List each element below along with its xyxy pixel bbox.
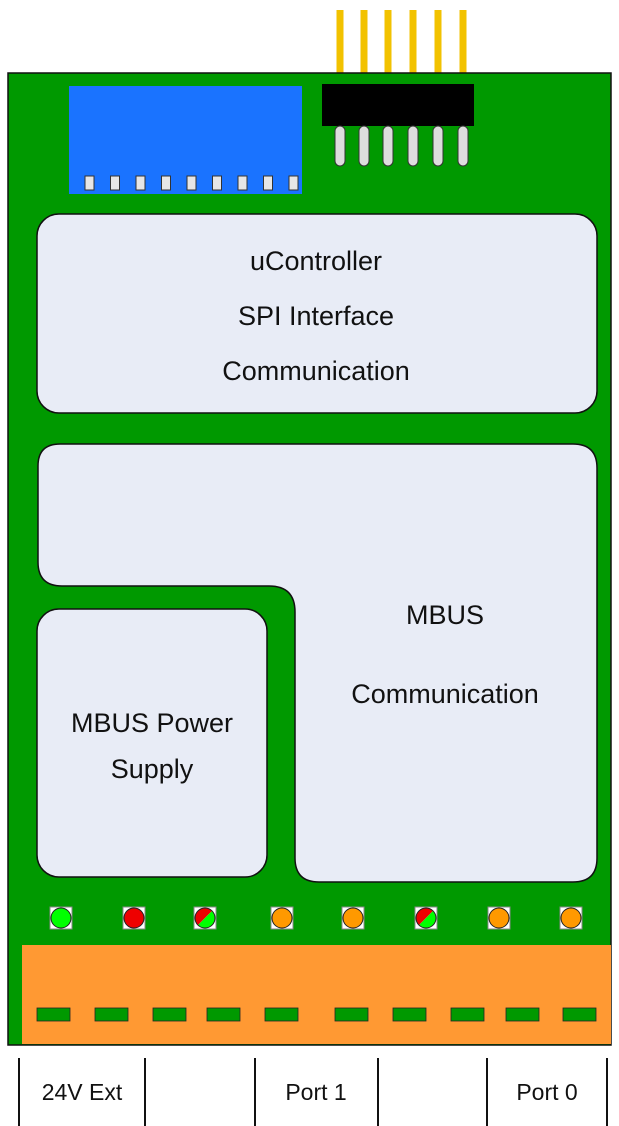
mbus-communication-panel xyxy=(37,443,598,883)
gold-pin xyxy=(434,10,442,86)
port-label-24v-ext: 24V Ext xyxy=(42,1079,123,1105)
mbus-comm-label-1: MBUS xyxy=(406,600,484,630)
power-supply-panel xyxy=(36,608,268,878)
module-pin xyxy=(110,175,120,191)
gold-pin xyxy=(384,10,392,86)
port-label-port-0: Port 0 xyxy=(516,1079,577,1105)
gold-pin xyxy=(409,10,417,86)
status-led xyxy=(414,906,438,930)
module-pin xyxy=(263,175,273,191)
led-row xyxy=(49,906,583,930)
terminal-slot xyxy=(152,1007,187,1022)
pin-header xyxy=(322,84,474,126)
silver-pin xyxy=(382,125,394,167)
module-pin xyxy=(135,175,146,191)
status-led xyxy=(122,906,146,930)
status-led xyxy=(487,906,511,930)
power-supply-label-1: MBUS Power xyxy=(71,708,233,738)
controller-label-3: Communication xyxy=(222,356,410,386)
module-pin xyxy=(288,175,299,191)
module-pin xyxy=(186,175,197,191)
module-pin xyxy=(84,175,95,191)
status-led xyxy=(49,906,73,930)
controller-panel xyxy=(36,213,598,414)
terminal-slot xyxy=(264,1007,299,1022)
terminal-slot xyxy=(392,1007,427,1022)
terminal-slot xyxy=(505,1007,540,1022)
port-label-port-1: Port 1 xyxy=(285,1079,346,1105)
terminal-slot xyxy=(562,1007,597,1022)
silver-pin xyxy=(358,125,370,167)
header-pins-top xyxy=(336,10,467,86)
terminal-slot xyxy=(94,1007,129,1022)
silver-pin xyxy=(432,125,444,167)
silver-pin xyxy=(457,125,469,167)
terminal-slot xyxy=(36,1007,71,1022)
terminal-slot xyxy=(450,1007,485,1022)
blue-module-pins xyxy=(84,175,299,191)
controller-label-2: SPI Interface xyxy=(238,301,394,331)
gold-pin xyxy=(360,10,368,86)
status-led xyxy=(559,906,583,930)
terminal-slot xyxy=(206,1007,241,1022)
terminal-slot xyxy=(334,1007,369,1022)
status-led xyxy=(193,906,217,930)
terminal-connector xyxy=(22,945,611,1044)
terminal-slots xyxy=(36,1007,597,1022)
gold-pin xyxy=(336,10,344,86)
module-pin xyxy=(212,175,222,191)
power-supply-label-2: Supply xyxy=(111,754,194,784)
port-dividers xyxy=(18,1058,608,1126)
silver-pin xyxy=(407,125,419,167)
module-pin xyxy=(237,175,248,191)
header-pins-bottom xyxy=(334,125,469,167)
controller-label-1: uController xyxy=(250,246,382,276)
gold-pin xyxy=(459,10,467,86)
mbus-comm-label-2: Communication xyxy=(351,679,539,709)
status-led xyxy=(341,906,365,930)
silver-pin xyxy=(334,125,346,167)
status-led xyxy=(270,906,294,930)
module-pin xyxy=(161,175,171,191)
